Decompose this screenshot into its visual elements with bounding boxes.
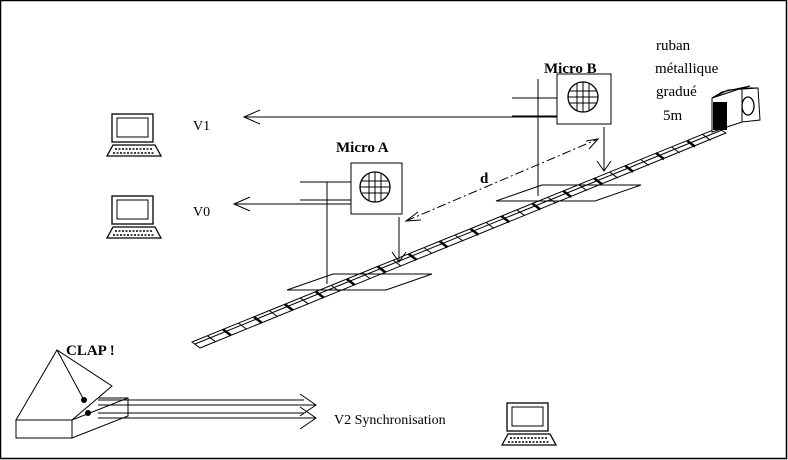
computer-icon [105,195,163,239]
tape-label-line1: ruban [656,38,691,54]
signal-arrow-v1 [242,109,557,125]
clapper-icon: CLAP ! [15,343,129,439]
microphone-a: Micro A [300,140,403,284]
floor-marker-b [495,184,642,202]
tape-label-line3: gradué [656,84,697,100]
v2-label: V2 Synchronisation [334,413,446,428]
tape-measure-icon [711,85,761,133]
floor-marker-a [286,273,433,291]
distance-indicator: d [404,138,600,222]
computer-icon [105,113,163,157]
v0-label: V0 [193,205,210,220]
computer-icon [500,402,558,446]
signal-arrow-v0 [232,196,351,212]
micro-a-label: Micro A [336,140,389,156]
tape-measure [190,127,728,349]
signal-arrow-v2 [98,393,317,430]
micro-b-label: Micro B [544,61,597,77]
distance-label: d [480,171,489,187]
tape-label-line2: métallique [655,61,719,77]
microphone-icon [350,162,403,215]
clap-label: CLAP ! [66,343,115,359]
tape-label: ruban métallique gradué 5m [655,38,719,124]
microphone-b: Micro B [512,61,612,196]
microphone-icon [556,73,612,125]
v1-label: V1 [193,119,210,134]
tape-label-line4: 5m [663,108,683,124]
